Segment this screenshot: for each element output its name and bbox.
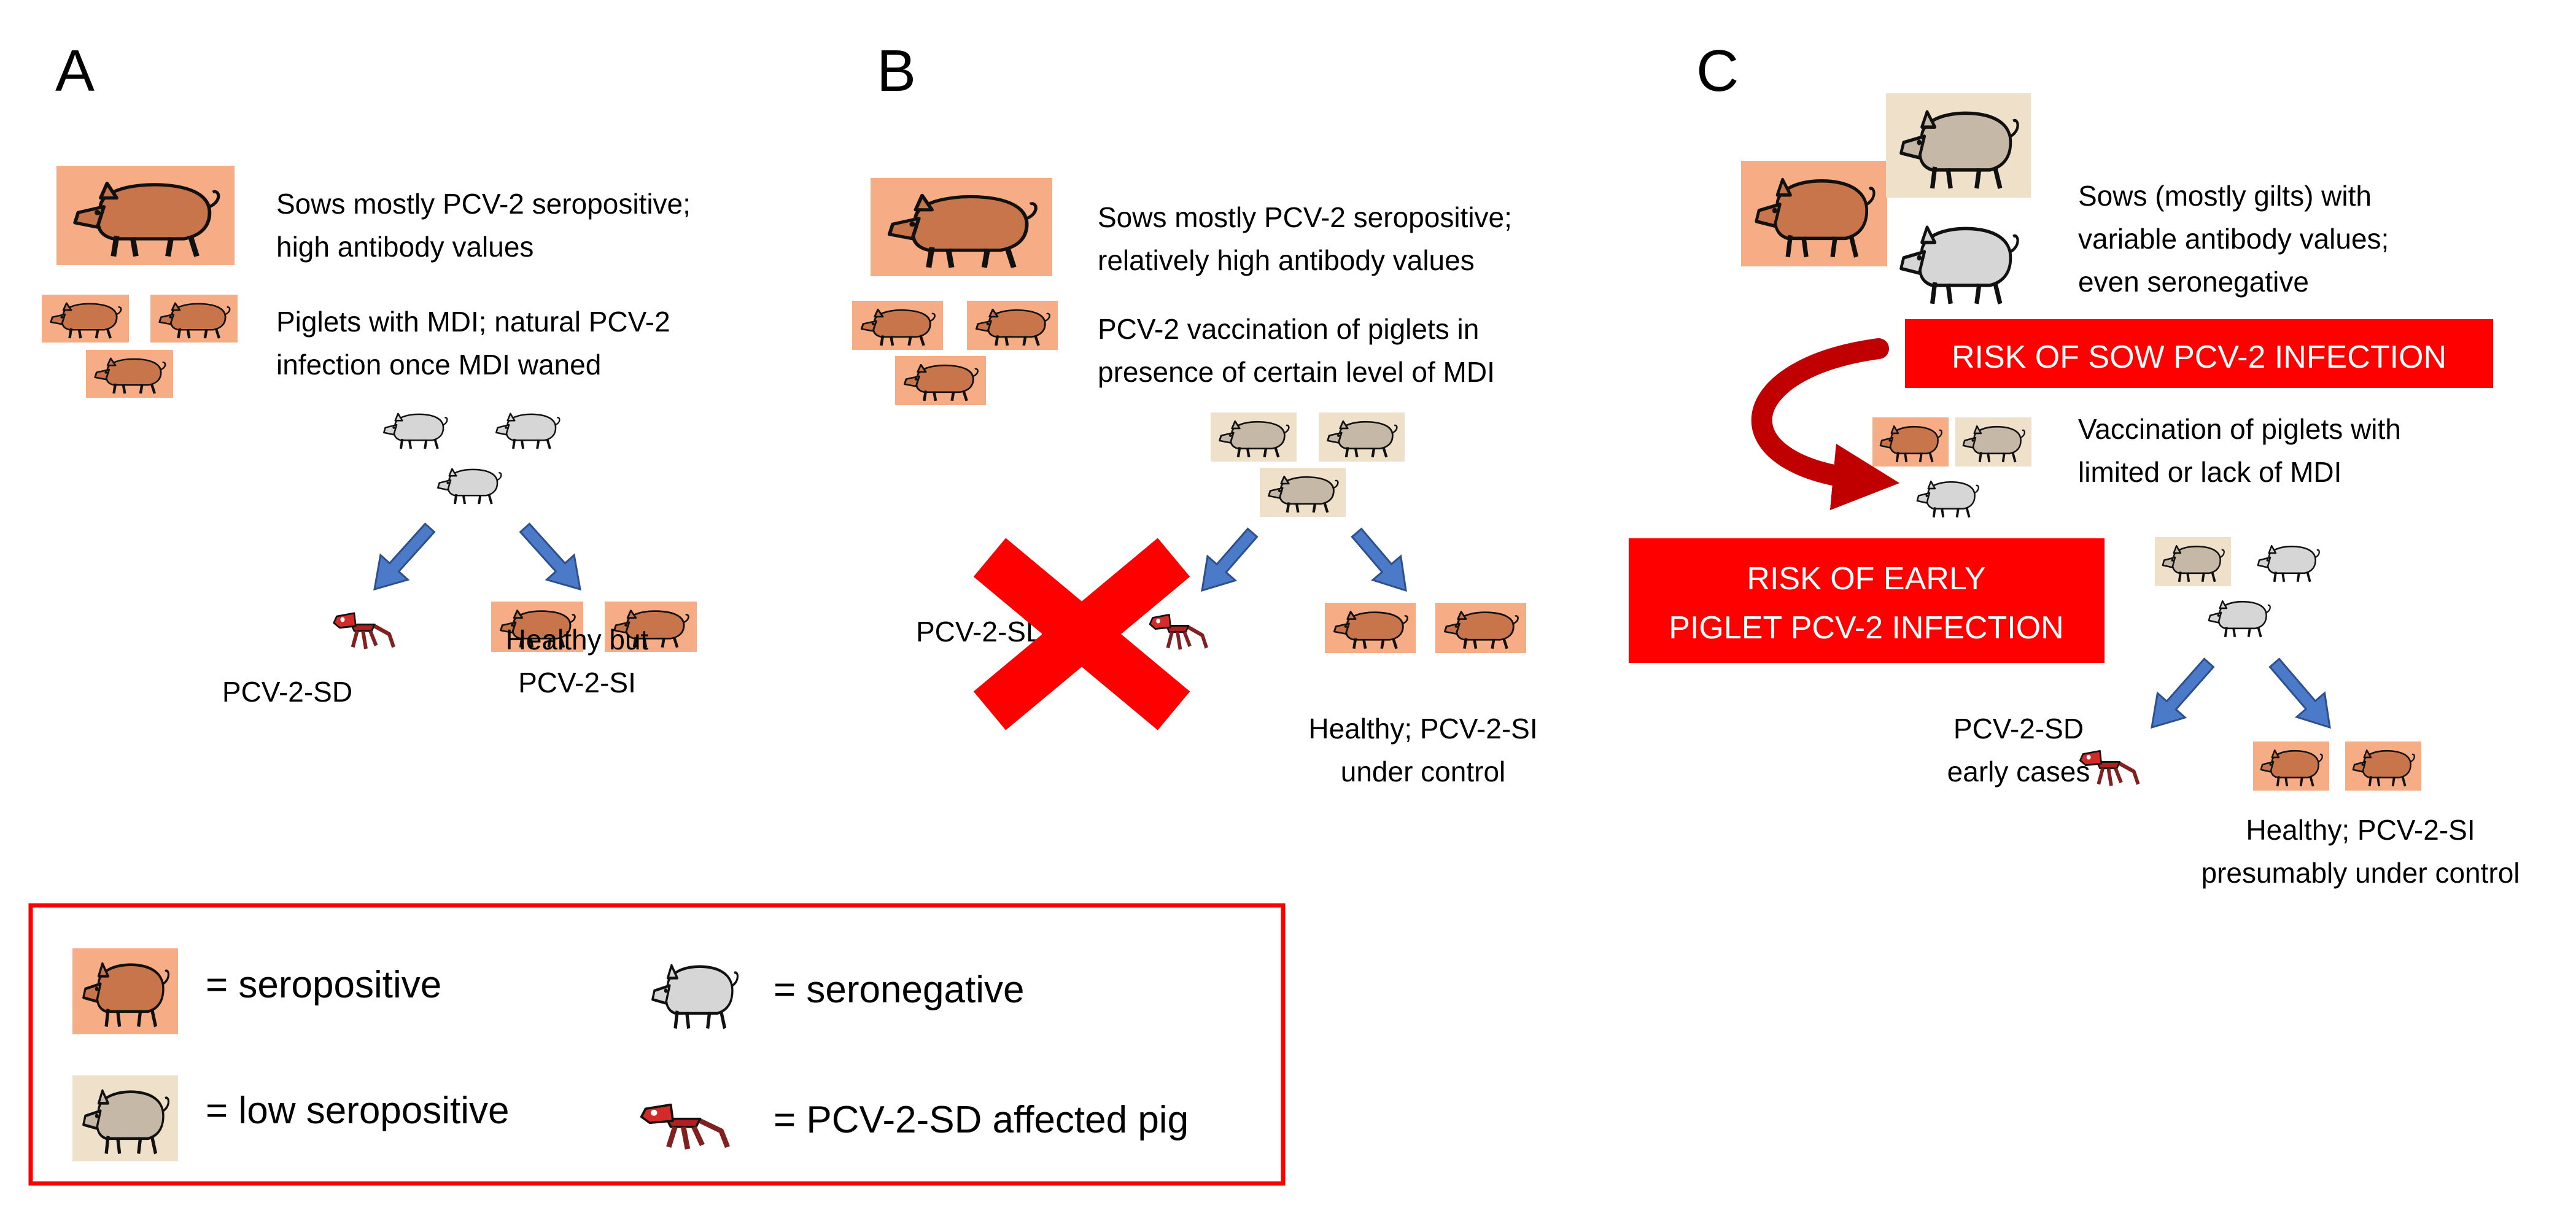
low-seropositive-pig-icon: [1319, 412, 1405, 462]
panel-b-outcome-healthy-line1: Healthy; PCV-2-SI: [1308, 713, 1537, 745]
down-arrow-icon: [373, 522, 436, 591]
panel-a-piglets-line2: infection once MDI waned: [276, 349, 601, 381]
legend-affected-label: = PCV-2-SD affected pig: [774, 1099, 1189, 1141]
legend-frame: [28, 903, 1286, 1186]
affected-pig-icon: [640, 1103, 730, 1150]
panel-a-outcome-healthy-line2: PCV-2-SI: [518, 667, 636, 699]
panel-b-sows-line2: relatively high antibody values: [1098, 244, 1475, 276]
panel-a-sows-line2: high antibody values: [276, 231, 533, 263]
seropositive-pig-icon: [86, 350, 173, 398]
panel-a: A Sows mostly PCV-2 seropositive; high a…: [55, 38, 691, 708]
panel-a-outcome-healthy-line1: Healthy but: [506, 624, 649, 656]
low-seropositive-pig-icon: [72, 1075, 178, 1161]
low-seropositive-pig-icon: [1955, 417, 2031, 467]
seropositive-pig-icon: [1741, 161, 1887, 266]
panel-c-outcome-healthy-line1: Healthy; PCV-2-SI: [2246, 814, 2475, 846]
affected-pig-icon: [1149, 613, 1208, 650]
seropositive-pig-icon: [2253, 741, 2329, 791]
seronegative-pig-icon: [495, 412, 561, 449]
risk-sow-banner: [1905, 319, 2493, 388]
seronegative-pig-icon: [2208, 600, 2271, 638]
low-seropositive-pig-icon: [1260, 468, 1346, 517]
legend-low-seropositive-label: = low seropositive: [206, 1090, 510, 1132]
affected-pig-icon: [333, 612, 395, 649]
cross-mark-icon: [973, 538, 1190, 730]
panel-c-sows-line2: variable antibody values;: [2078, 223, 2389, 255]
panel-b-sows-line1: Sows mostly PCV-2 seropositive;: [1098, 201, 1512, 233]
risk-piglet-text-line2: PIGLET PCV-2 INFECTION: [1669, 610, 2063, 646]
panel-label-c: C: [1696, 38, 1739, 104]
seropositive-pig-icon: [871, 178, 1052, 276]
seropositive-pig-icon: [42, 295, 129, 343]
seronegative-pig-icon: [651, 964, 739, 1029]
down-arrow-icon: [2151, 657, 2215, 729]
panel-c-sows-line3: even seronegative: [2078, 266, 2309, 298]
panel-c-outcome-healthy-line2: presumably under control: [2201, 857, 2520, 889]
panel-b-piglets-line1: PCV-2 vaccination of piglets in: [1098, 313, 1479, 345]
seropositive-pig-icon: [491, 602, 583, 652]
legend-seropositive-label: = seropositive: [206, 964, 441, 1006]
panel-label-a: A: [55, 38, 95, 104]
panel-b-outcome-sd: PCV-2-SD: [916, 616, 1046, 648]
panel-c-outcome-sd-line2: early cases: [1947, 756, 2090, 788]
seropositive-pig-icon: [56, 166, 235, 265]
seropositive-pig-icon: [852, 301, 943, 350]
down-arrow-icon: [1351, 527, 1407, 592]
panel-b-piglets-line2: presence of certain level of MDI: [1098, 356, 1495, 388]
seronegative-pig-icon: [383, 412, 448, 449]
risk-sow-text: RISK OF SOW PCV-2 INFECTION: [1952, 339, 2446, 375]
risk-piglet-banner: [1629, 538, 2105, 663]
panel-a-outcome-sd: PCV-2-SD: [222, 676, 352, 708]
low-seropositive-pig-icon: [1211, 412, 1297, 462]
seropositive-pig-icon: [150, 295, 238, 343]
seropositive-pig-icon: [1435, 603, 1526, 653]
curved-arrow-icon: [1751, 338, 1900, 511]
seropositive-pig-icon: [967, 301, 1058, 350]
panel-b-outcome-healthy-line2: under control: [1341, 756, 1506, 788]
low-seropositive-pig-icon: [1886, 93, 2031, 198]
panel-c-piglets-line2: limited or lack of MDI: [2078, 456, 2341, 488]
panel-c-piglets-line1: Vaccination of piglets with: [2078, 413, 2401, 445]
seropositive-pig-icon: [2345, 741, 2421, 791]
seronegative-pig-icon: [1899, 225, 2019, 304]
risk-piglet-text-line1: RISK OF EARLY: [1747, 561, 1985, 597]
seronegative-pig-icon: [2257, 544, 2320, 583]
down-arrow-icon: [2268, 657, 2331, 729]
panel-a-sows-line1: Sows mostly PCV-2 seropositive;: [276, 188, 691, 220]
panel-b: B Sows mostly PCV-2 seropositive; relati…: [877, 38, 1538, 788]
panel-c: C Sows (mostly gilts) with variable anti…: [1629, 38, 2520, 889]
seropositive-pig-icon: [72, 948, 178, 1034]
legend-seronegative-label: = seronegative: [774, 969, 1024, 1011]
panel-a-piglets-line1: Piglets with MDI; natural PCV-2: [276, 306, 670, 338]
down-arrow-icon: [1201, 527, 1259, 592]
down-arrow-icon: [519, 522, 581, 591]
seropositive-pig-icon: [605, 602, 697, 652]
seronegative-pig-icon: [437, 468, 502, 505]
seropositive-pig-icon: [895, 356, 986, 405]
seronegative-pig-icon: [1916, 480, 1979, 518]
panel-label-b: B: [877, 38, 916, 104]
seropositive-pig-icon: [1325, 603, 1416, 653]
panel-c-outcome-sd-line1: PCV-2-SD: [1953, 713, 2084, 745]
low-seropositive-pig-icon: [2155, 537, 2231, 586]
affected-pig-icon: [2079, 749, 2140, 786]
seropositive-pig-icon: [1872, 417, 1949, 467]
panel-c-sows-line1: Sows (mostly gilts) with: [2078, 180, 2372, 212]
legend: = seropositive = seronegative = low sero…: [28, 903, 1286, 1186]
